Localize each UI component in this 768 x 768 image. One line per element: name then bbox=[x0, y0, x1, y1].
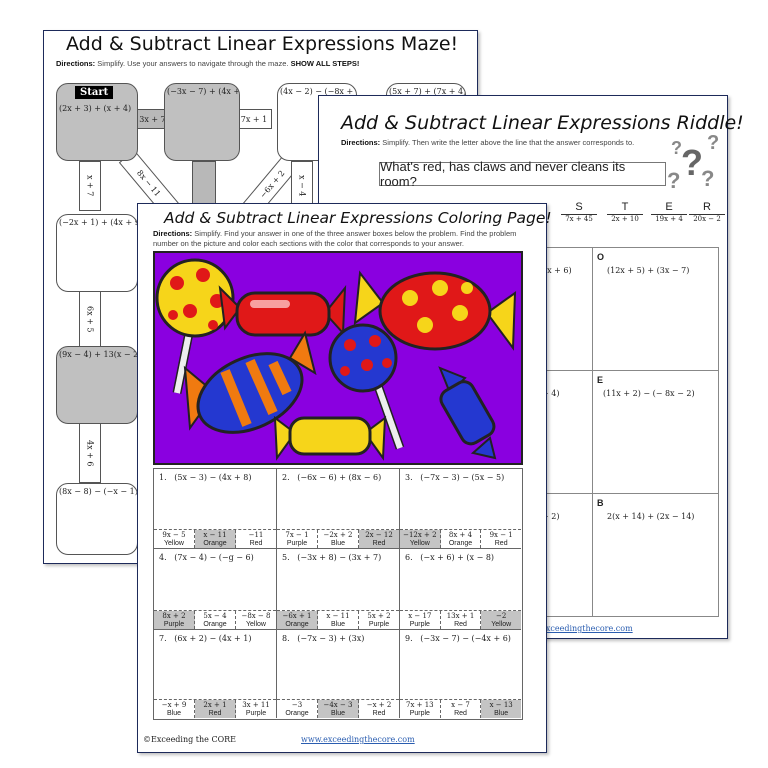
question-mark-icon: ? bbox=[671, 138, 682, 158]
problem-text: 9. (−3x − 7) − (−4x + 6) bbox=[405, 634, 511, 643]
copyright: ©Exceeding the CORE bbox=[143, 735, 236, 744]
candy-picture bbox=[153, 251, 523, 465]
question-mark-icon: ? bbox=[681, 142, 703, 183]
start-label: Start bbox=[75, 86, 114, 99]
riddle-cell: + 2) bbox=[542, 512, 560, 521]
lollipop-yellow bbox=[155, 258, 235, 394]
maze-box: (−3x − 7) + (4x + 7) bbox=[164, 83, 240, 161]
lollipop-blue bbox=[328, 323, 405, 450]
problem-text: 1. (5x − 3) − (4x + 8) bbox=[159, 473, 252, 482]
question-mark-icon: ? bbox=[667, 168, 681, 193]
riddle-directions: Directions: Simplify. Then write the let… bbox=[341, 138, 635, 147]
riddle-footer-link[interactable]: www.exceedingthecore.com bbox=[519, 624, 633, 633]
question-mark-icon: ? bbox=[707, 132, 720, 154]
problem-text: 5. (−3x + 8) − (3x + 7) bbox=[282, 553, 382, 562]
maze-box: (−2x + 1) + (4x + 9) bbox=[56, 214, 138, 292]
riddle-grid: 4x + 6) + 4) + 2) O(12x + 5) + (3x − 7) … bbox=[539, 247, 719, 617]
coloring-footer-link[interactable]: www.exceedingthecore.com bbox=[301, 735, 415, 744]
question-mark-icon: ? bbox=[701, 166, 715, 191]
coloring-directions: Directions: Simplify. Find your answer i… bbox=[153, 229, 517, 248]
candy-yellow bbox=[273, 415, 387, 461]
riddle-question: What's red, has claws and never cleans i… bbox=[379, 159, 666, 189]
riddle-cell-e: E(11x + 2) − (− 8x − 2) bbox=[593, 371, 718, 494]
candy-red-wrapped bbox=[218, 284, 347, 337]
riddle-cell: 4x + 6) bbox=[540, 248, 592, 371]
riddle-title: Add & Subtract Linear Expressions Riddle… bbox=[341, 112, 744, 134]
maze-path: 7x + 1 bbox=[236, 109, 272, 129]
maze-directions: Directions: Simplify. Use your answers t… bbox=[56, 59, 360, 68]
problem-text: 6. (−x + 6) + (x − 8) bbox=[405, 553, 495, 562]
riddle-cell: + 4) bbox=[540, 371, 592, 494]
maze-path: x + 7 bbox=[79, 161, 101, 211]
coloring-title: Add & Subtract Linear Expressions Colori… bbox=[164, 209, 552, 227]
coloring-worksheet: Add & Subtract Linear Expressions Colori… bbox=[137, 203, 552, 753]
candy-blue bbox=[438, 366, 497, 460]
candy-striped bbox=[183, 330, 317, 434]
problem-text: 3. (−7x − 3) − (5x − 5) bbox=[405, 473, 505, 482]
problem-text: 8. (−7x − 3) + (3x) bbox=[282, 634, 365, 643]
maze-path: 4x + 6 bbox=[79, 423, 101, 483]
riddle-cell-o: O(12x + 5) + (3x − 7) bbox=[593, 248, 718, 371]
candy-red-yellow-dots bbox=[353, 270, 517, 351]
maze-box: (8x − 8) − (−x − 1) bbox=[56, 483, 138, 555]
maze-box: (9x − 4) + 13(x − 2) bbox=[56, 346, 138, 424]
maze-title: Add & Subtract Linear Expressions Maze! bbox=[66, 33, 459, 55]
problem-text: 4. (7x − 4) − (−g − 6) bbox=[159, 553, 254, 562]
problem-text: 2. (−6x − 6) + (8x − 6) bbox=[282, 473, 382, 482]
maze-path: 6x + 5 bbox=[79, 291, 101, 347]
problem-text: 7. (6x + 2) − (4x + 1) bbox=[159, 634, 252, 643]
maze-box-start: Start (2x + 3) + (x + 4) bbox=[56, 83, 138, 161]
